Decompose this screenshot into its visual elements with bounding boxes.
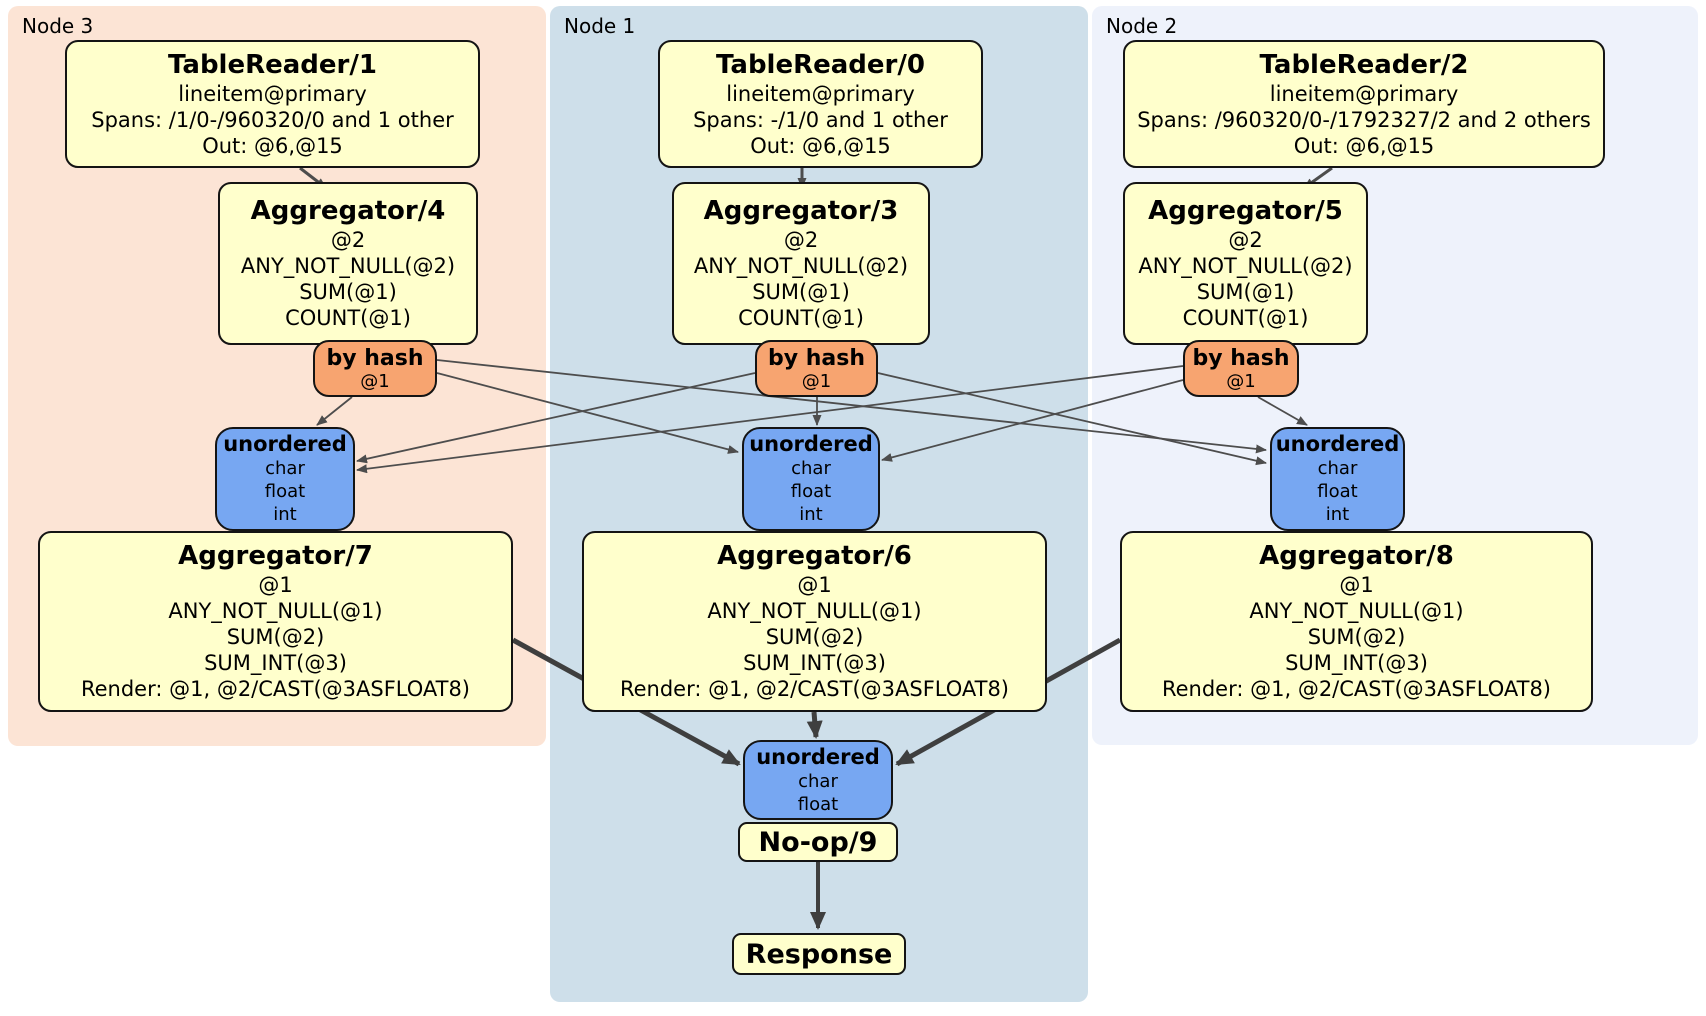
processor-detail: ANY_NOT_NULL(@2)	[240, 254, 456, 278]
processor-detail: Spans: /1/0-/960320/0 and 1 other	[91, 107, 454, 132]
processor-detail: @2	[783, 228, 819, 252]
processor-title: Aggregator/4	[250, 196, 446, 226]
node-1-label: Node 1	[564, 14, 636, 38]
processor-title: Aggregator/8	[1259, 541, 1454, 571]
processor-detail: SUM_INT(@3)	[204, 651, 347, 675]
sync-column: int	[273, 504, 297, 525]
edge-router-n3-sync-n1	[436, 372, 739, 454]
processor-tablereader-1: TableReader/1 lineitem@primary Spans: /1…	[65, 40, 480, 168]
processor-detail: Render: @1, @2/CAST(@3ASFLOAT8)	[619, 677, 1010, 701]
sync-title: unordered	[749, 432, 873, 456]
processor-detail: COUNT(@1)	[1182, 306, 1309, 330]
edge-router-n3-sync-n2	[436, 359, 1267, 454]
sync-unordered-node2: unordered char float int	[1270, 427, 1405, 531]
sync-column: int	[1325, 504, 1350, 525]
router-title: by hash	[767, 345, 865, 371]
processor-detail: SUM(@2)	[1307, 625, 1406, 649]
processor-tablereader-0: TableReader/0 lineitem@primary Spans: -/…	[658, 40, 983, 168]
processor-detail: SUM(@1)	[1196, 280, 1295, 304]
processor-detail: @1	[258, 573, 293, 597]
processor-title: TableReader/0	[716, 49, 925, 80]
processor-detail: @2	[1228, 228, 1263, 252]
sync-column: float	[790, 481, 832, 502]
sync-unordered-node3: unordered char float int	[215, 427, 355, 531]
processor-title: Aggregator/5	[1148, 196, 1343, 226]
processor-detail: lineitem@primary	[178, 81, 367, 106]
processor-detail: COUNT(@1)	[285, 306, 411, 330]
processor-detail: ANY_NOT_NULL(@1)	[707, 599, 922, 623]
processor-aggregator-5: Aggregator/5 @2 ANY_NOT_NULL(@2) SUM(@1)…	[1123, 182, 1368, 345]
edge-agg6-output-sync	[806, 711, 823, 739]
processor-title: No-op/9	[758, 826, 878, 858]
sync-column: char	[791, 458, 831, 479]
node-3-label: Node 3	[22, 14, 94, 38]
processor-detail: Render: @1, @2/CAST(@3ASFLOAT8)	[80, 677, 471, 701]
sync-column: char	[798, 770, 838, 792]
edge-router-n2-sync-n2	[1257, 396, 1308, 426]
processor-title: TableReader/2	[1259, 49, 1469, 80]
processor-aggregator-8: Aggregator/8 @1 ANY_NOT_NULL(@1) SUM(@2)…	[1120, 531, 1593, 712]
processor-detail: @1	[1339, 573, 1374, 597]
processor-aggregator-3: Aggregator/3 @2 ANY_NOT_NULL(@2) SUM(@1)…	[672, 182, 930, 345]
processor-detail: @2	[330, 228, 366, 252]
processor-title: Aggregator/3	[703, 196, 899, 226]
processor-detail: Render: @1, @2/CAST(@3ASFLOAT8)	[1161, 677, 1552, 701]
processor-detail: Out: @6,@15	[750, 133, 891, 158]
router-title: by hash	[1192, 345, 1290, 371]
processor-detail: Out: @6,@15	[1293, 133, 1435, 158]
processor-tablereader-2: TableReader/2 lineitem@primary Spans: /9…	[1123, 40, 1605, 168]
processor-detail: SUM(@2)	[226, 625, 325, 649]
sync-column: int	[799, 504, 823, 525]
edge-router-n1-sync-n3	[356, 372, 756, 464]
processor-detail: ANY_NOT_NULL(@2)	[693, 254, 909, 278]
processor-title: TableReader/1	[168, 49, 377, 80]
sync-column: float	[797, 793, 839, 815]
processor-detail: Spans: /960320/0-/1792327/2 and 2 others	[1137, 107, 1591, 132]
processor-detail: SUM(@1)	[299, 280, 397, 304]
processor-detail: ANY_NOT_NULL(@1)	[1249, 599, 1464, 623]
processor-detail: SUM(@1)	[752, 280, 850, 304]
edge-router-n3-sync-n3	[316, 396, 353, 426]
sync-column: char	[265, 458, 305, 479]
processor-detail: Out: @6,@15	[202, 133, 343, 158]
processor-noop-9: No-op/9	[738, 822, 898, 862]
sync-title: unordered	[756, 744, 880, 769]
node-2-label: Node 2	[1106, 14, 1178, 38]
processor-detail: Spans: -/1/0 and 1 other	[693, 107, 948, 132]
processor-detail: SUM(@2)	[765, 625, 864, 649]
sync-column: char	[1317, 458, 1358, 479]
sync-title: unordered	[1275, 432, 1400, 456]
router-by-hash-node3: by hash @1	[313, 340, 437, 397]
processor-detail: COUNT(@1)	[738, 306, 864, 330]
processor-detail: SUM_INT(@3)	[743, 651, 886, 675]
processor-aggregator-4: Aggregator/4 @2 ANY_NOT_NULL(@2) SUM(@1)…	[218, 182, 478, 345]
router-detail: @1	[1226, 370, 1256, 392]
edge-router-n1-sync-n2	[877, 372, 1267, 466]
processor-aggregator-6: Aggregator/6 @1 ANY_NOT_NULL(@1) SUM(@2)…	[582, 531, 1047, 712]
response-label: Response	[745, 938, 893, 970]
processor-detail: @1	[797, 573, 832, 597]
router-title: by hash	[326, 345, 424, 371]
router-detail: @1	[801, 370, 832, 392]
sync-column: float	[1317, 481, 1358, 502]
router-detail: @1	[360, 370, 390, 392]
processor-title: Aggregator/7	[178, 541, 373, 571]
router-by-hash-node2: by hash @1	[1183, 340, 1299, 397]
processor-aggregator-7: Aggregator/7 @1 ANY_NOT_NULL(@1) SUM(@2)…	[38, 531, 513, 712]
response-box: Response	[732, 933, 906, 975]
sync-unordered-node1: unordered char float int	[742, 427, 880, 531]
edge-router-n2-sync-n3	[356, 365, 1184, 474]
processor-detail: SUM_INT(@3)	[1285, 651, 1428, 675]
edge-router-n2-sync-n1	[881, 379, 1184, 462]
processor-detail: lineitem@primary	[726, 81, 915, 106]
processor-detail: ANY_NOT_NULL(@2)	[1138, 254, 1353, 278]
sync-title: unordered	[223, 432, 347, 456]
sync-column: float	[264, 481, 306, 502]
processor-detail: ANY_NOT_NULL(@1)	[168, 599, 383, 623]
router-by-hash-node1: by hash @1	[755, 340, 878, 397]
sync-unordered-output: unordered char float	[743, 740, 893, 820]
processor-title: Aggregator/6	[717, 541, 912, 571]
processor-detail: lineitem@primary	[1269, 81, 1459, 106]
